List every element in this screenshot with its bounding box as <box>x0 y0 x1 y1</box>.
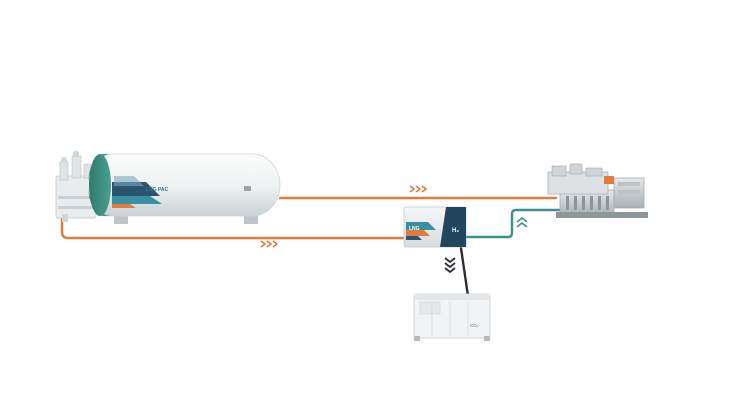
hydrogen-gas-pipe <box>466 208 560 239</box>
flow-chevron-top <box>409 185 427 193</box>
reformer-h2-panel <box>440 207 466 247</box>
valve-cluster-icon <box>55 150 97 222</box>
reformer-label: LNG <box>409 226 420 232</box>
lng-tank-icon: LNG PAC <box>88 153 281 224</box>
tank-stripe-light <box>114 176 144 186</box>
flow-chevron-teal <box>516 217 528 228</box>
tank-label: LNG PAC <box>146 187 169 193</box>
reformer-unit-icon: LNG H₂ <box>403 206 467 248</box>
pipes <box>60 196 560 298</box>
container-label: CO₂ <box>470 323 479 328</box>
co2-container-icon: CO₂ <box>413 293 491 341</box>
tank-stripe-teal <box>112 196 162 204</box>
tank-stripe-orange <box>112 204 136 208</box>
lng-feed-pipe-bottom <box>60 212 408 240</box>
flow-chevron-icon <box>260 185 528 273</box>
engine-icon <box>547 163 648 218</box>
flow-chevron-bottom <box>260 240 278 248</box>
co2-pipe <box>459 246 470 298</box>
reformer-h2-tag: H₂ <box>452 228 459 234</box>
flow-chevron-down <box>444 257 456 273</box>
